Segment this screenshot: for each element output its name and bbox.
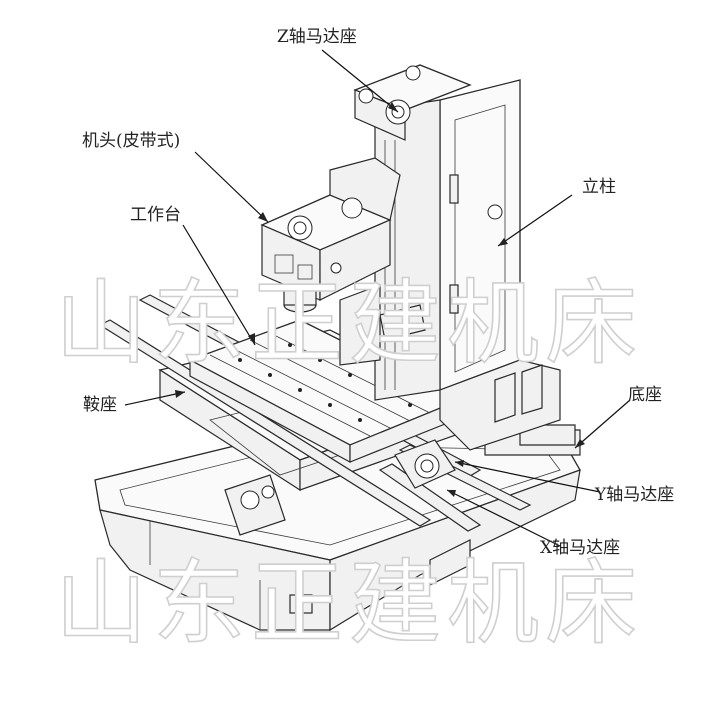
label-column: 立柱 [582, 177, 616, 197]
label-x-motor-seat: X轴马达座 [540, 538, 620, 558]
label-saddle: 鞍座 [83, 395, 117, 415]
watermark-bottom: 山东正建机床 [55, 550, 643, 657]
label-base: 底座 [628, 385, 662, 405]
label-y-motor-seat: Y轴马达座 [594, 485, 674, 505]
watermark-top: 山东正建机床 [55, 270, 643, 377]
label-z-motor-seat: Z轴马达座 [277, 27, 357, 47]
label-spindle-head: 机头(皮带式) [82, 131, 180, 151]
worktable-part [188, 319, 462, 489]
spindle-head-part [260, 157, 401, 366]
leader-lines [124, 49, 631, 547]
label-worktable: 工作台 [130, 205, 181, 225]
